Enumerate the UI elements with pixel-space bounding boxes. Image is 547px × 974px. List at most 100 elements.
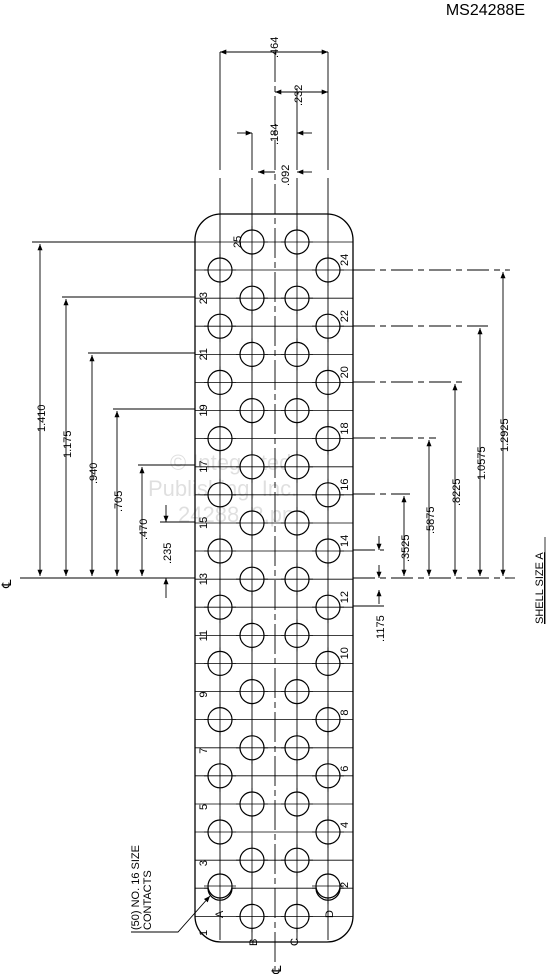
contact-inner-left xyxy=(236,731,268,764)
contact-number-even: 18 xyxy=(339,422,351,434)
contact-outer-right xyxy=(312,366,344,399)
contact-inner-left xyxy=(236,619,268,652)
contact-inner-right xyxy=(281,282,313,315)
contact-inner-left xyxy=(236,226,268,258)
contact-number-even: 22 xyxy=(339,310,351,322)
contact-inner-left xyxy=(236,394,268,427)
contact-outer-right xyxy=(312,422,344,455)
contact-number-odd: 9 xyxy=(198,691,210,697)
contact-outer-right xyxy=(312,759,344,792)
contact-number-even: 14 xyxy=(339,535,351,547)
contact-outer-left xyxy=(204,647,236,680)
contact-array xyxy=(204,226,344,933)
contact-number-odd: 15 xyxy=(198,517,210,529)
contact-outer-left xyxy=(204,535,236,567)
contact-number-odd: 7 xyxy=(198,748,210,754)
contact-inner-right xyxy=(281,900,313,933)
row-letter-a: A xyxy=(214,910,226,918)
contact-number-even: 6 xyxy=(339,766,351,772)
watermark-line-1: © Integrated xyxy=(170,450,291,475)
contact-outer-left xyxy=(204,310,236,343)
contact-inner-right xyxy=(281,226,313,258)
top-dimensions xyxy=(220,49,328,175)
dim-1175-right: .1175 xyxy=(375,615,387,642)
contact-inner-right xyxy=(281,563,313,596)
contact-outer-left xyxy=(204,703,236,736)
contact-outer-right xyxy=(312,870,344,902)
dim-10575: 1.0575 xyxy=(476,446,488,480)
contact-number-even: 10 xyxy=(339,647,351,659)
contact-outer-right xyxy=(312,254,344,286)
dim-5875: .5875 xyxy=(425,506,437,534)
dim-184: .184 xyxy=(269,124,281,145)
contact-note-line-2: CONTACTS xyxy=(142,870,154,930)
contact-outer-left xyxy=(204,870,236,902)
dim-8225: .8225 xyxy=(451,478,463,506)
dim-705: .705 xyxy=(113,491,125,512)
contact-inner-left xyxy=(236,788,268,820)
contact-outer-left xyxy=(204,422,236,455)
contact-number-even: 16 xyxy=(339,479,351,491)
dim-092: .092 xyxy=(280,165,292,186)
contact-number-odd: 21 xyxy=(198,348,210,360)
contact-inner-right xyxy=(281,450,313,483)
centerline-symbol-bottom: ℄ xyxy=(269,965,284,974)
contact-number-even: 8 xyxy=(339,709,351,715)
dim-12925: 1.2925 xyxy=(499,418,511,452)
row-letter-d: D xyxy=(324,910,336,918)
contact-number-odd: 19 xyxy=(198,404,210,416)
contact-note-leader xyxy=(131,895,211,933)
contact-outer-right xyxy=(312,478,344,511)
left-dimension-labels: 1.410 1.175 .940 .705 .470 .235 xyxy=(36,404,174,564)
contact-outer-left xyxy=(204,478,236,511)
contact-number-odd: 1 xyxy=(198,930,210,936)
dim-235: .235 xyxy=(162,543,174,564)
contact-number-odd: 3 xyxy=(198,860,210,866)
contact-outer-left xyxy=(204,366,236,399)
row-letter-c: C xyxy=(289,938,301,946)
contact-inner-left xyxy=(236,844,268,877)
contact-outer-right xyxy=(312,591,344,624)
contact-inner-right xyxy=(281,619,313,652)
contact-number-odd: 11 xyxy=(198,630,210,641)
row-letter-labels: A B C D xyxy=(214,910,336,946)
contact-number-odd: 5 xyxy=(198,804,210,810)
contact-inner-right xyxy=(281,394,313,427)
contact-inner-right xyxy=(281,675,313,708)
contact-inner-right xyxy=(281,844,313,877)
dim-232: .232 xyxy=(293,85,305,106)
contact-inner-right xyxy=(281,507,313,539)
document-number: MS24288E xyxy=(445,2,525,19)
contact-outer-right xyxy=(312,647,344,680)
contact-note-line-1: (50) NO. 16 SIZE xyxy=(130,845,142,930)
contact-outer-left xyxy=(204,591,236,624)
centerline-symbol-left: ℄ xyxy=(0,579,14,589)
contact-number-even: 12 xyxy=(339,591,351,603)
dim-1175: 1.175 xyxy=(62,430,74,458)
dim-940: .940 xyxy=(88,463,100,484)
contact-number-even: 4 xyxy=(339,822,351,828)
contact-inner-left xyxy=(236,338,268,371)
contact-number-odd: 25 xyxy=(232,236,244,248)
contact-outer-left xyxy=(204,254,236,286)
contact-outer-left xyxy=(204,816,236,848)
dim-464: .464 xyxy=(269,37,281,58)
contact-inner-left xyxy=(236,450,268,483)
contact-note: (50) NO. 16 SIZE CONTACTS xyxy=(130,845,211,933)
right-dimensions xyxy=(353,269,515,607)
contact-number-even: 2 xyxy=(339,882,351,888)
contact-inner-left xyxy=(236,675,268,708)
dim-1410: 1.410 xyxy=(36,404,48,432)
contact-inner-left xyxy=(236,900,268,933)
contact-outer-right xyxy=(312,816,344,848)
row-letter-b: B xyxy=(248,939,260,946)
contact-number-even: 24 xyxy=(339,254,351,266)
contact-inner-left xyxy=(236,507,268,539)
contact-number-labels: 2523211917151311975312422201816141210864… xyxy=(198,236,351,936)
contact-inner-right xyxy=(281,788,313,820)
dim-3525: .3525 xyxy=(400,534,412,562)
contact-outer-right xyxy=(312,535,344,567)
top-dimension-labels: .464 .232 .184 .092 xyxy=(269,37,305,186)
right-dimension-labels: 1.2925 1.0575 .8225 .5875 .3525 .1175 xyxy=(375,418,511,642)
contact-number-odd: 13 xyxy=(198,573,210,585)
